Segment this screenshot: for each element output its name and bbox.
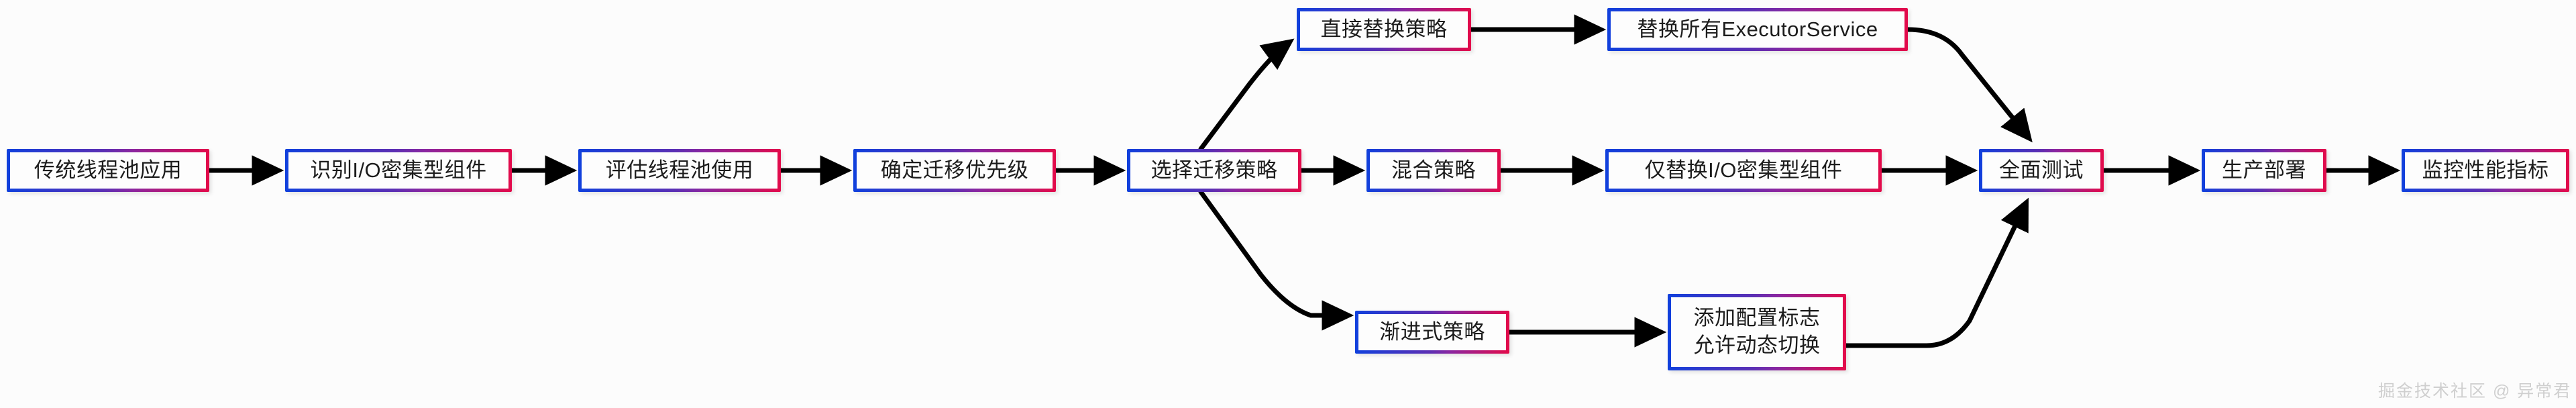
- node-evaluate-threadpool-usage[interactable]: 评估线程池使用: [578, 149, 781, 192]
- node-production-deployment[interactable]: 生产部署: [2202, 149, 2326, 192]
- node-identify-io-intensive-components[interactable]: 识别I/O密集型组件: [285, 149, 512, 192]
- node-hybrid-strategy[interactable]: 混合策略: [1366, 149, 1501, 192]
- edge-n5-n6: [1198, 38, 1295, 152]
- edge-n11-n12: [1843, 197, 2029, 348]
- node-progressive-strategy[interactable]: 渐进式策略: [1355, 311, 1509, 354]
- watermark: 掘金技术社区 @ 异常君: [2378, 382, 2572, 401]
- node-replace-all-executorservice[interactable]: 替换所有ExecutorService: [1607, 8, 1908, 51]
- node-add-config-flag-dynamic-switch[interactable]: 添加配置标志 允许动态切换: [1668, 294, 1846, 370]
- node-determine-migration-priority[interactable]: 确定迁移优先级: [853, 149, 1056, 192]
- node-replace-only-io-intensive-components[interactable]: 仅替换I/O密集型组件: [1605, 149, 1882, 192]
- node-direct-replacement-strategy[interactable]: 直接替换策略: [1297, 8, 1471, 51]
- node-monitor-performance-metrics[interactable]: 监控性能指标: [2402, 149, 2569, 192]
- edge-n7-n12: [1905, 27, 2033, 143]
- node-traditional-threadpool-app[interactable]: 传统线程池应用: [7, 149, 209, 192]
- edge-n5-n10: [1198, 189, 1354, 331]
- node-comprehensive-testing[interactable]: 全面测试: [1979, 149, 2104, 192]
- node-choose-migration-strategy[interactable]: 选择迁移策略: [1127, 149, 1301, 192]
